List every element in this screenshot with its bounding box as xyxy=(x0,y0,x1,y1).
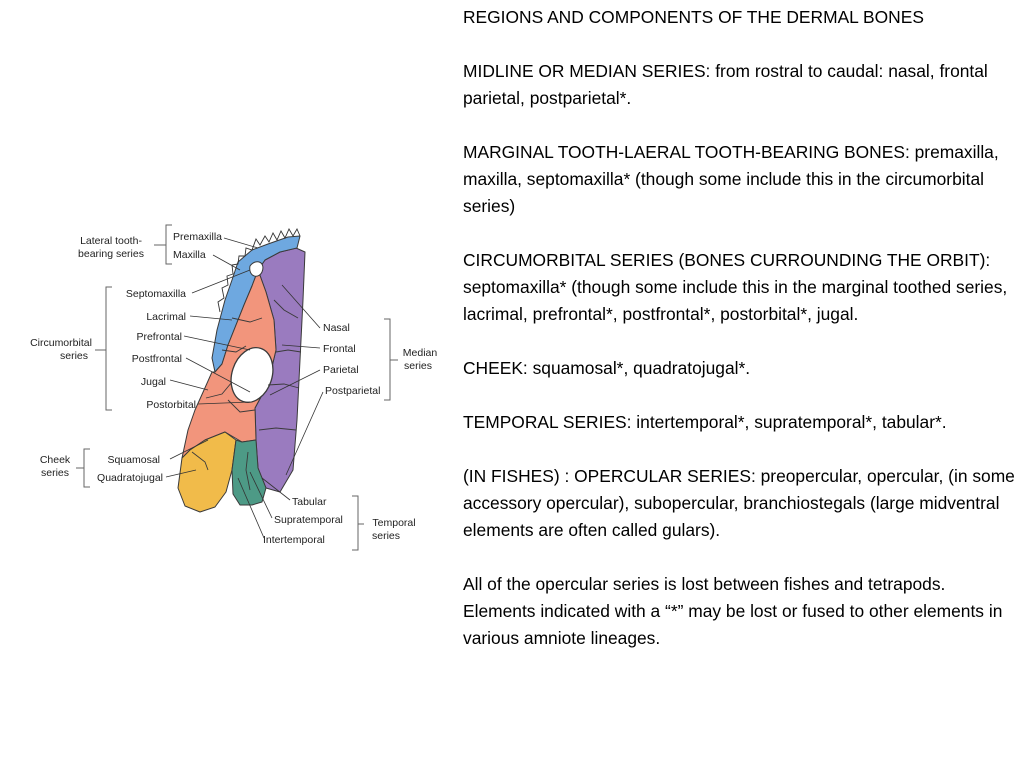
group-label-lateral-tooth-bearing-1: Lateral tooth- xyxy=(80,235,142,247)
bone-label-septomaxilla: Septomaxilla xyxy=(126,288,186,300)
cheek-text: CHEEK: squamosal*, quadratojugal*. xyxy=(463,358,751,378)
bone-label-nasal: Nasal xyxy=(323,322,350,334)
group-label-temporal-1: Temporal xyxy=(372,517,415,529)
bone-label-squamosal: Squamosal xyxy=(107,454,160,466)
group-label-circumorbital-1: Circumorbital xyxy=(30,337,92,349)
group-label-temporal-2: series xyxy=(372,530,400,542)
text-panel: REGIONS AND COMPONENTS OF THE DERMAL BON… xyxy=(463,4,1015,652)
leader-lines xyxy=(165,237,324,539)
group-label-lateral-tooth-bearing-2: bearing series xyxy=(78,248,144,260)
group-label-median-2: series xyxy=(404,360,432,372)
bone-label-quadratojugal: Quadratojugal xyxy=(97,472,163,484)
bone-label-lacrimal: Lacrimal xyxy=(146,311,186,323)
bone-label-tabular: Tabular xyxy=(292,496,327,508)
slide-title: REGIONS AND COMPONENTS OF THE DERMAL BON… xyxy=(463,7,924,27)
circumorbital-series-text: CIRCUMORBITAL SERIES (BONES CURROUNDING … xyxy=(463,250,1008,324)
group-label-circumorbital-2: series xyxy=(60,350,88,362)
bone-label-frontal: Frontal xyxy=(323,343,356,355)
sutures xyxy=(191,299,302,491)
bone-label-intertemporal: Intertemporal xyxy=(263,534,325,546)
group-label-median-1: Median xyxy=(403,347,438,359)
naris xyxy=(249,261,264,277)
marginal-series-text: MARGINAL TOOTH-LAERAL TOOTH-BEARING BONE… xyxy=(463,142,999,216)
bone-label-postparietal: Postparietal xyxy=(325,385,380,397)
opercular-series-text: (IN FISHES) : OPERCULAR SERIES: preoperc… xyxy=(463,466,1015,540)
bone-label-postfrontal: Postfrontal xyxy=(132,353,182,365)
group-label-cheek-2: series xyxy=(41,467,69,479)
bone-label-jugal: Jugal xyxy=(141,376,166,388)
group-brackets xyxy=(76,224,398,551)
bone-label-supratemporal: Supratemporal xyxy=(274,514,343,526)
median-series-text: MIDLINE OR MEDIAN SERIES: from rostral t… xyxy=(463,61,988,108)
bone-label-premaxilla: Premaxilla xyxy=(173,231,222,243)
group-label-cheek-1: Cheek xyxy=(40,454,71,466)
temporal-region xyxy=(231,439,267,506)
bone-label-parietal: Parietal xyxy=(323,364,359,376)
bone-label-maxilla: Maxilla xyxy=(173,249,206,261)
orbit xyxy=(230,347,274,403)
temporal-series-text: TEMPORAL SERIES: intertemporal*, suprate… xyxy=(463,412,947,432)
dermal-skull-diagram: Lateral tooth- bearing series Circumorbi… xyxy=(30,224,438,551)
bone-label-prefrontal: Prefrontal xyxy=(136,331,182,343)
teeth xyxy=(217,227,301,313)
closing-note-text: All of the opercular series is lost betw… xyxy=(463,574,1003,648)
bone-label-postorbital: Postorbital xyxy=(146,399,196,411)
